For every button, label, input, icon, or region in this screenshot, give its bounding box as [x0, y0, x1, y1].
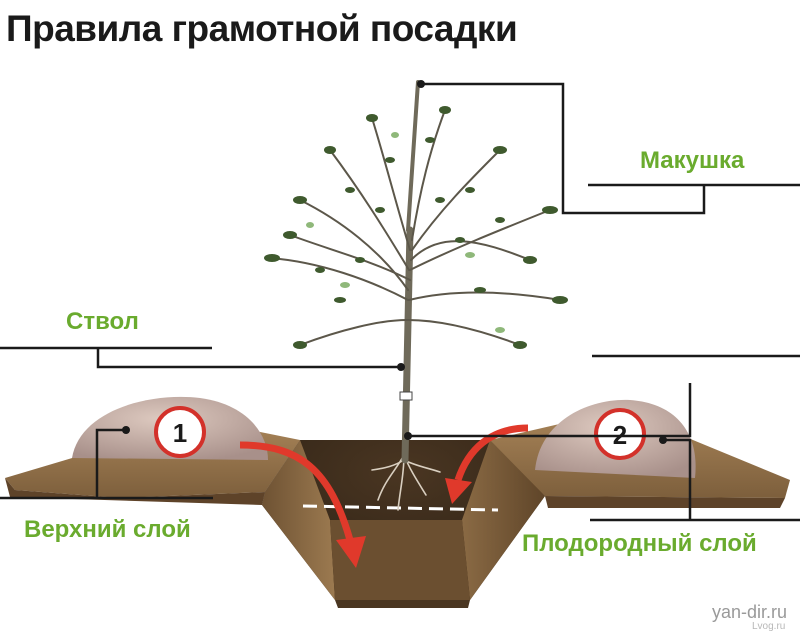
callout-trunk	[96, 348, 401, 369]
tree	[264, 80, 568, 511]
mound-2-badge	[594, 408, 646, 460]
mound-1-badge	[154, 406, 206, 458]
watermark: yan-dir.ru	[712, 602, 788, 622]
callout-lines	[0, 82, 800, 522]
mound-1-number: 1	[173, 418, 187, 448]
mound-2-number: 2	[613, 420, 627, 450]
diagram-title: Правила грамотной посадки	[6, 8, 518, 49]
callout-top	[421, 82, 706, 215]
label-fertile-layer: Плодородный слой	[522, 530, 757, 557]
callout-fertile-layer	[663, 438, 692, 520]
planting-pit	[262, 440, 545, 608]
arrow-upper-layer-into-pit	[239, 441, 366, 568]
watermark-small: Lvog.ru	[752, 621, 786, 632]
callout-graft	[408, 383, 692, 438]
tree-leaves	[264, 106, 568, 349]
label-top: Макушка	[640, 147, 745, 174]
soil-mound-2	[535, 399, 696, 478]
callout-upper-layer	[95, 428, 126, 498]
label-trunk: Ствол	[66, 308, 139, 335]
tree-trunk	[401, 226, 414, 464]
soil-mound-1	[72, 396, 268, 460]
label-upper-layer: Верхний слой	[24, 516, 191, 543]
arrow-fertile-layer-into-pit	[445, 424, 529, 504]
